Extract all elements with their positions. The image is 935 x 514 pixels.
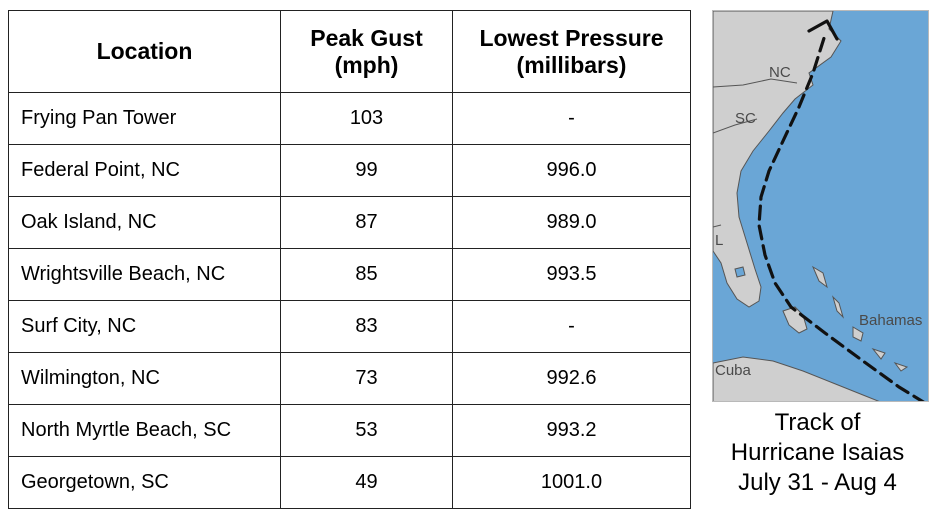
cell-location: Frying Pan Tower: [8, 92, 281, 145]
map-label-nc: NC: [769, 64, 791, 81]
cell-lowest-pressure: 993.5: [452, 248, 691, 301]
observations-table: Location Peak Gust (mph) Lowest Pressure…: [8, 10, 691, 509]
cell-location: Federal Point, NC: [8, 144, 281, 197]
cell-peak-gust: 99: [280, 144, 453, 197]
map-caption: Track of Hurricane Isaias July 31 - Aug …: [700, 408, 935, 498]
map-graphic: NC SC L Bahamas Cuba: [713, 11, 928, 401]
header-peak-gust: Peak Gust (mph): [280, 10, 453, 93]
cell-peak-gust: 83: [280, 300, 453, 353]
caption-line-2: Hurricane Isaias: [730, 439, 905, 466]
bahamas-islands-south: [852, 326, 909, 372]
caption-line-1: Track of: [774, 409, 861, 436]
cell-lowest-pressure: 996.0: [452, 144, 691, 197]
cell-location: Oak Island, NC: [8, 196, 281, 249]
cell-location: Wrightsville Beach, NC: [8, 248, 281, 301]
map-label-bahamas: Bahamas: [859, 312, 922, 329]
cell-location: North Myrtle Beach, SC: [8, 404, 281, 457]
sc-ga-border: [713, 118, 758, 134]
nc-sc-border: [713, 78, 798, 88]
cell-peak-gust: 87: [280, 196, 453, 249]
bahamas-abaco: [811, 265, 828, 289]
header-gust-line-1: Peak Gust: [310, 24, 423, 51]
cell-peak-gust: 73: [280, 352, 453, 405]
header-lowest-pressure: Lowest Pressure (millibars): [452, 10, 691, 93]
lake-okeechobee: [734, 266, 746, 278]
header-gust-line-2: (mph): [334, 51, 399, 78]
hurricane-track-line: [757, 33, 925, 401]
cell-lowest-pressure: 989.0: [452, 196, 691, 249]
header-pressure-line-1: Lowest Pressure: [479, 24, 664, 51]
bahamas-eleuthera: [831, 295, 845, 319]
caption-line-3: July 31 - Aug 4: [738, 469, 897, 496]
cell-lowest-pressure: 993.2: [452, 404, 691, 457]
header-location-line: Location: [96, 38, 193, 64]
cell-peak-gust: 49: [280, 456, 453, 509]
cell-location: Surf City, NC: [8, 300, 281, 353]
cell-lowest-pressure: 992.6: [452, 352, 691, 405]
cuba-land: [713, 356, 880, 401]
cell-lowest-pressure: -: [452, 300, 691, 353]
map-label-sc: SC: [735, 110, 756, 127]
cell-location: Georgetown, SC: [8, 456, 281, 509]
header-location: Location: [8, 10, 281, 93]
cell-lowest-pressure: 1001.0: [452, 456, 691, 509]
fl-border: [713, 224, 722, 228]
map-label-cuba: Cuba: [715, 362, 752, 379]
cell-peak-gust: 85: [280, 248, 453, 301]
cell-lowest-pressure: -: [452, 92, 691, 145]
hurricane-track-map: NC SC L Bahamas Cuba: [712, 10, 929, 402]
cell-peak-gust: 53: [280, 404, 453, 457]
cell-peak-gust: 103: [280, 92, 453, 145]
map-label-fl: L: [715, 232, 723, 249]
header-pressure-line-2: (millibars): [516, 51, 627, 78]
track-arrowhead-icon: [807, 19, 839, 41]
table-header-row: Location Peak Gust (mph) Lowest Pressure…: [8, 10, 691, 93]
cell-location: Wilmington, NC: [8, 352, 281, 405]
